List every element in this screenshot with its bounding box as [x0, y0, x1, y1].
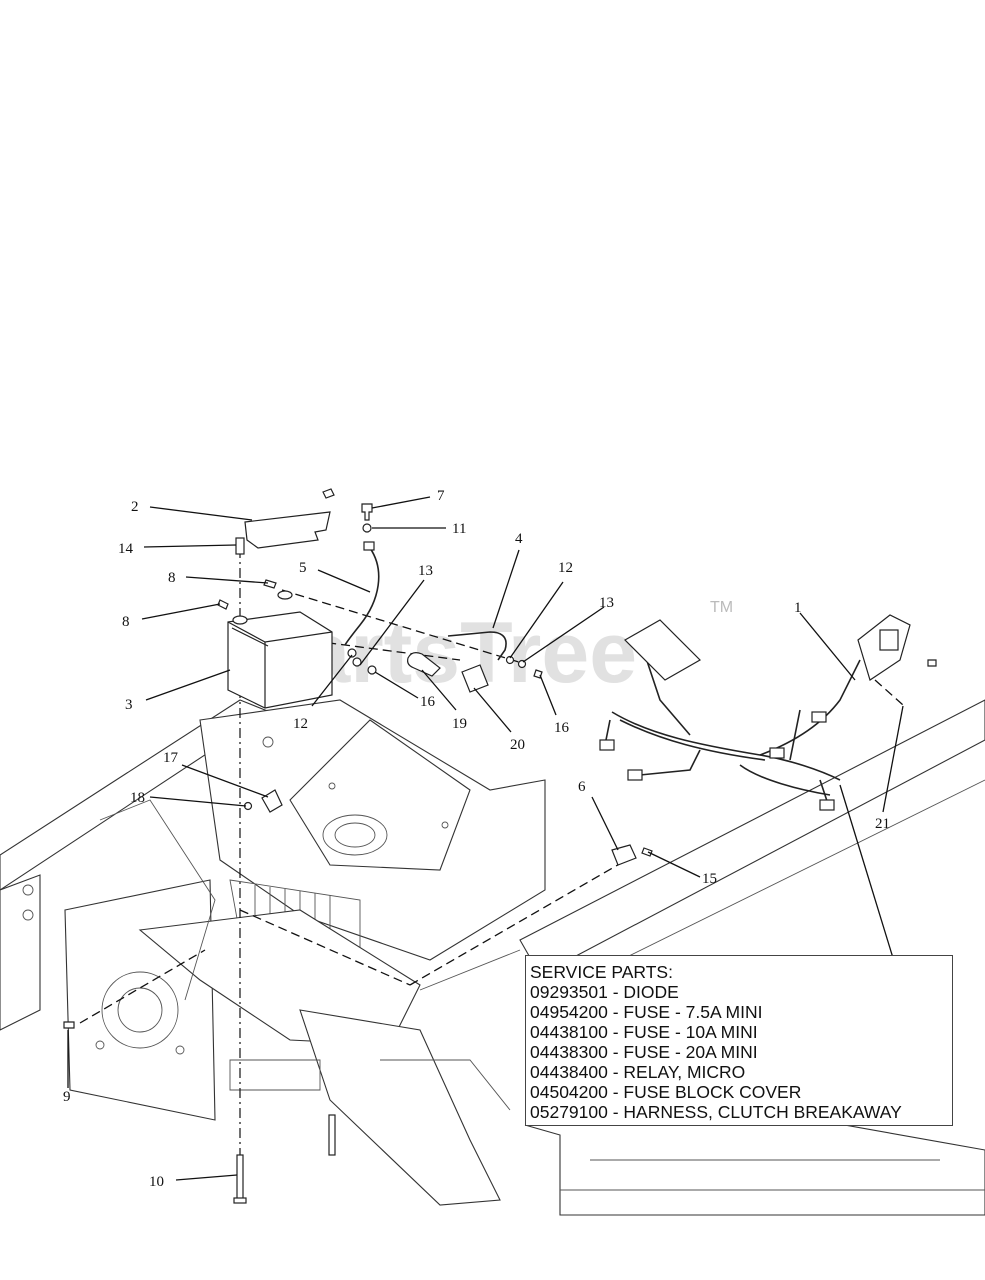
callout-20: 20	[510, 737, 525, 753]
service-part-item: 04438300 - FUSE - 20A MINI	[530, 1042, 758, 1062]
centerline-bolt-9	[79, 949, 206, 1024]
callout-21: 21	[875, 816, 890, 832]
bolt-9	[63, 1021, 75, 1029]
callout-17: 17	[163, 750, 179, 766]
centerline-bracket	[409, 854, 636, 986]
terminal-bolt-lower	[217, 599, 229, 610]
battery	[227, 590, 333, 709]
callout-8-upper: 8	[168, 570, 176, 586]
wing-nut	[322, 488, 335, 499]
callout-2: 2	[131, 499, 139, 515]
battery-cable	[344, 547, 380, 646]
bolt-16a	[367, 665, 377, 675]
callout-labels: 1 2 3 4 5 6 7 8 8 9 10 11 12 12 13 13 14…	[63, 488, 890, 1190]
mower-frame	[0, 699, 985, 1216]
callout-3: 3	[125, 697, 133, 713]
service-parts-box: SERVICE PARTS: 09293501 - DIODE 04954200…	[525, 955, 953, 1126]
callout-16-left: 16	[420, 694, 436, 710]
centerline-floor	[239, 909, 411, 986]
callout-4: 4	[515, 531, 523, 547]
service-part-item: 09293501 - DIODE	[530, 982, 679, 1002]
callout-14: 14	[118, 541, 134, 557]
callout-8-lower: 8	[122, 614, 130, 630]
terminal-bolt-upper	[263, 579, 277, 589]
cover-20	[461, 664, 489, 693]
screw-7	[361, 503, 373, 521]
callout-5: 5	[299, 560, 307, 576]
service-part-item: 04954200 - FUSE - 7.5A MINI	[530, 1002, 763, 1022]
leader-lines	[67, 496, 904, 1181]
callout-7: 7	[437, 488, 445, 504]
callout-18: 18	[130, 790, 145, 806]
centerline-21	[874, 679, 904, 706]
callout-15: 15	[702, 871, 717, 887]
terminal-boot-19	[407, 652, 441, 677]
battery-hold-down-bracket	[244, 511, 331, 549]
callout-16-right: 16	[554, 720, 570, 736]
bolt-10-head	[233, 1197, 247, 1204]
service-part-item: 05279100 - HARNESS, CLUTCH BREAKAWAY	[530, 1102, 902, 1122]
ground-cable-4	[447, 631, 507, 661]
callout-12-left: 12	[293, 716, 308, 732]
callout-1: 1	[794, 600, 802, 616]
nut-13a	[352, 657, 362, 667]
watermark-tm: TM	[710, 599, 733, 616]
service-part-item: 04504200 - FUSE BLOCK COVER	[530, 1082, 802, 1102]
screw-15	[641, 847, 653, 857]
cable-end	[363, 541, 375, 551]
washer-12b	[505, 655, 515, 665]
callout-9: 9	[63, 1089, 71, 1105]
bolt-frame	[328, 1114, 336, 1156]
service-part-item: 04438100 - FUSE - 10A MINI	[530, 1022, 758, 1042]
relay-bracket-6	[611, 844, 637, 866]
switch-17	[261, 789, 283, 813]
wiring-harness	[599, 614, 937, 811]
callout-13-right: 13	[599, 595, 614, 611]
hex-bolt-14	[235, 537, 245, 555]
callout-6: 6	[578, 779, 586, 795]
washer-12a	[347, 648, 357, 658]
callout-19: 19	[452, 716, 467, 732]
bolt-10	[236, 1154, 244, 1201]
nut-11	[362, 523, 372, 533]
service-part-item: 04438400 - RELAY, MICRO	[530, 1062, 746, 1082]
service-parts-heading: SERVICE PARTS:	[530, 962, 673, 982]
callout-10: 10	[149, 1174, 164, 1190]
callout-11: 11	[452, 521, 466, 537]
callout-13-left: 13	[418, 563, 433, 579]
callout-12-right: 12	[558, 560, 573, 576]
